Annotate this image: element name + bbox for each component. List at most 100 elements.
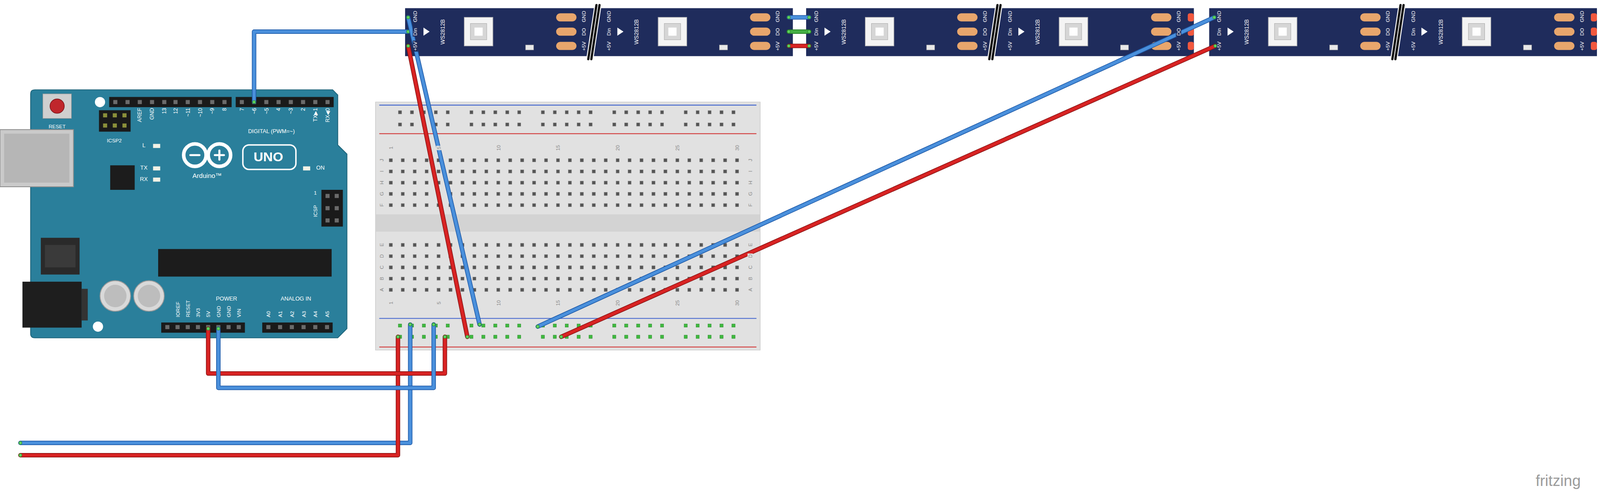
board-label: 1	[313, 190, 317, 196]
breadboard-hole	[508, 169, 512, 173]
watermark: fritzing	[1535, 473, 1581, 489]
breadboard-hole	[604, 180, 608, 185]
solder-pad	[1360, 13, 1381, 22]
breadboard-hole	[735, 180, 739, 185]
wire	[787, 44, 811, 48]
breadboard-hole	[484, 254, 488, 258]
breadboard-hole	[651, 158, 656, 162]
logo-minus	[190, 154, 200, 157]
breadboard-hole	[663, 192, 667, 196]
header-pin	[313, 100, 318, 105]
connected-hole	[398, 323, 402, 327]
row-letter: D	[747, 253, 753, 259]
breadboard-hole	[627, 192, 631, 196]
breadboard-hole	[556, 265, 560, 269]
pad-label: GND	[581, 9, 587, 23]
rail-hole	[398, 110, 402, 114]
part-name: WS2812B	[633, 18, 640, 45]
board-label: 3V3	[195, 308, 201, 318]
model-name: UNO	[253, 150, 283, 164]
pad-label: GND	[1007, 9, 1014, 23]
connected-hole	[481, 335, 486, 339]
pad-label: GND	[606, 9, 612, 23]
direction-arrow	[617, 27, 624, 37]
breadboard-hole	[496, 243, 500, 247]
board-label: A4	[312, 311, 319, 318]
wire-end	[406, 44, 410, 48]
breadboard-hole	[699, 203, 703, 207]
header-pin	[103, 123, 108, 128]
row-letter: I	[747, 170, 753, 174]
breadboard-hole	[424, 288, 428, 292]
breadboard-hole	[627, 254, 631, 258]
column-number: 10	[495, 299, 501, 307]
connected-hole	[648, 323, 652, 327]
breadboard-hole	[568, 158, 572, 162]
breadboard-hole	[484, 169, 488, 173]
breadboard-hole	[424, 192, 428, 196]
connected-hole	[589, 335, 593, 339]
breadboard-hole	[699, 169, 703, 173]
breadboard-hole	[496, 192, 500, 196]
wire-end	[787, 15, 791, 19]
breadboard-hole	[675, 158, 679, 162]
breadboard-hole	[604, 265, 608, 269]
column-number: 25	[674, 144, 681, 152]
rail-hole	[612, 110, 616, 114]
breadboard-hole	[424, 169, 428, 173]
breadboard-hole	[401, 254, 405, 258]
breadboard-hole	[675, 288, 679, 292]
header-pin	[175, 325, 180, 330]
breadboard-hole	[484, 288, 488, 292]
rail-hole	[410, 123, 414, 127]
wire-core	[788, 15, 809, 19]
breadboard-hole	[424, 158, 428, 162]
breadboard-hole	[520, 265, 524, 269]
breadboard-hole	[496, 265, 500, 269]
wire-end	[396, 335, 400, 339]
led-lens	[1278, 27, 1287, 37]
board-label: GND	[225, 306, 232, 318]
breadboard-hole	[592, 169, 596, 173]
connected-hole	[422, 335, 426, 339]
breadboard-hole	[437, 265, 441, 269]
breadboard-hole	[389, 288, 393, 292]
wire	[206, 326, 447, 374]
wire-outline	[253, 31, 409, 102]
row-letter: B	[379, 275, 385, 282]
breadboard-hole	[496, 288, 500, 292]
breadboard-hole	[723, 276, 727, 280]
column-number: 1	[388, 145, 394, 151]
smd-capacitor	[1523, 44, 1532, 51]
solder-pad	[957, 13, 978, 22]
breadboard-hole	[448, 288, 453, 292]
breadboard-hole	[412, 276, 417, 280]
breadboard-hole	[508, 254, 512, 258]
pad-label: +5V	[813, 40, 819, 52]
rail-hole	[517, 110, 521, 114]
rail-hole	[624, 123, 628, 127]
board-label: ~11	[184, 108, 191, 117]
connected-hole	[720, 335, 724, 339]
wire-outline	[561, 46, 1216, 337]
breadboard-hole	[699, 276, 703, 280]
header-pin	[289, 325, 294, 330]
led-die	[664, 23, 681, 40]
rail-hole	[481, 123, 486, 127]
connected-hole	[469, 323, 473, 327]
breadboard-hole	[627, 265, 631, 269]
header-pin	[325, 218, 330, 223]
breadboard-hole	[604, 276, 608, 280]
breadboard-hole	[556, 288, 560, 292]
header-pin	[162, 100, 167, 105]
led-package	[1462, 17, 1491, 46]
breadboard-hole	[437, 288, 441, 292]
rail-hole	[707, 123, 711, 127]
solder-pad	[556, 41, 577, 51]
rail-hole	[553, 110, 557, 114]
wire	[217, 322, 436, 388]
breadboard-hole	[711, 276, 715, 280]
breadboard-hole	[580, 288, 584, 292]
breadboard-hole	[424, 265, 428, 269]
row-letter: J	[379, 158, 385, 163]
